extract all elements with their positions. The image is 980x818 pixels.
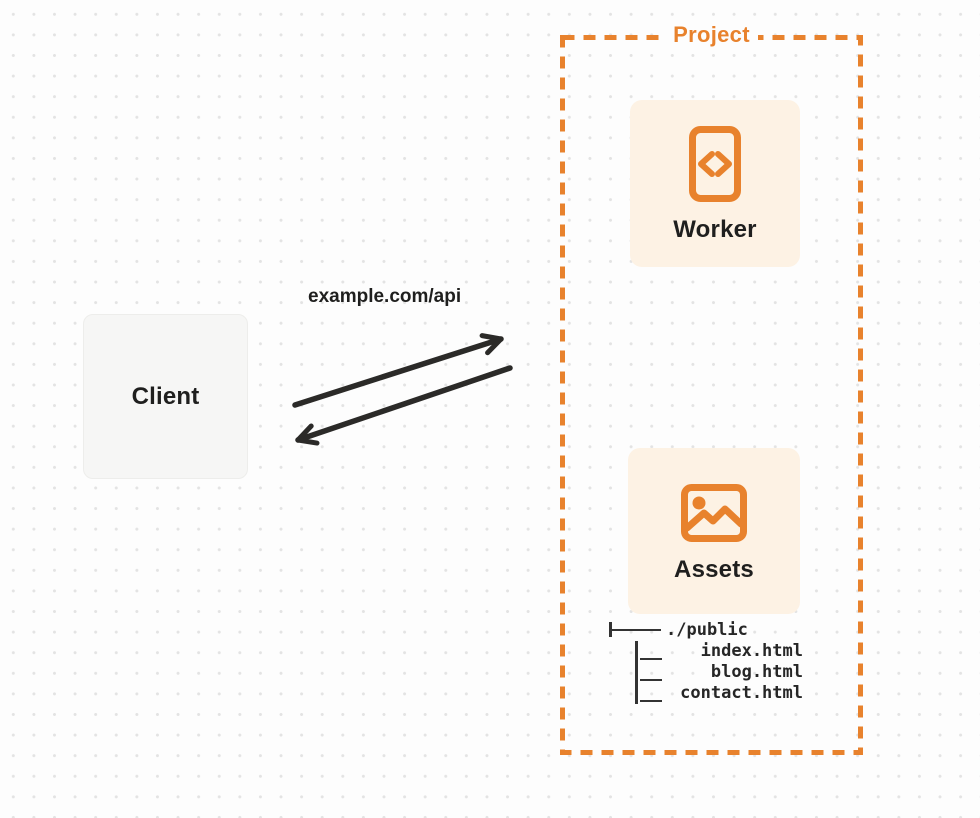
client-label: Client	[131, 382, 200, 410]
tree-branch-line	[640, 657, 662, 660]
tree-root-row: ./public	[609, 620, 805, 641]
tree-root-label: ./public	[666, 620, 748, 640]
code-document-icon	[689, 126, 741, 202]
tree-branch-connector	[635, 641, 638, 662]
tree-file-label: contact.html	[680, 683, 803, 703]
tree-branch-line	[609, 628, 661, 631]
tree-branch-line	[640, 678, 662, 681]
tree-branch-connector	[635, 683, 638, 704]
worker-node: Worker	[630, 100, 800, 267]
request-url-label: example.com/api	[308, 286, 462, 307]
assets-node: Assets	[628, 448, 800, 614]
tree-file-label: blog.html	[710, 662, 803, 682]
image-icon	[681, 484, 747, 542]
tree-branch-line	[640, 699, 662, 702]
project-title: Project	[560, 22, 863, 48]
tree-file-row: contact.html	[609, 683, 805, 704]
request-arrow	[292, 333, 504, 408]
assets-file-tree: ./public index.html blog.html contact.ht…	[609, 620, 805, 704]
tree-branch-connector	[635, 662, 638, 683]
response-arrow	[295, 365, 513, 446]
assets-label: Assets	[674, 556, 754, 583]
tree-file-label: index.html	[700, 641, 803, 661]
client-node: Client	[83, 314, 248, 479]
worker-label: Worker	[673, 216, 757, 243]
tree-file-row: blog.html	[609, 662, 805, 683]
tree-file-row: index.html	[609, 641, 805, 662]
